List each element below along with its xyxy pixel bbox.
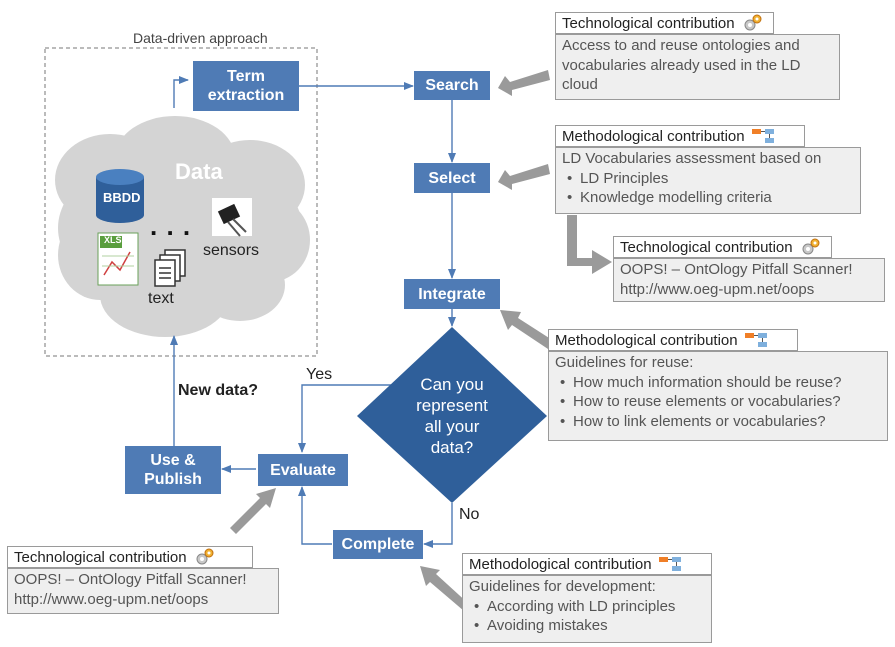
complete-method-item: Avoiding mistakes bbox=[469, 616, 705, 636]
select-method-callout-body: LD Vocabularies assessment based on LD P… bbox=[555, 147, 861, 214]
database-label: BBDD bbox=[103, 190, 141, 205]
callout-arrows bbox=[230, 70, 612, 611]
database-icon bbox=[96, 169, 144, 223]
decision-text: Can you represent all your data? bbox=[416, 375, 488, 457]
new-data-label: New data? bbox=[178, 382, 259, 399]
complete-method-callout-body: Guidelines for development: According wi… bbox=[462, 575, 712, 643]
callout-arrow-evaluate bbox=[230, 488, 276, 534]
oops-url: http://www.oeg-upm.net/oops bbox=[14, 590, 209, 608]
gear-icon bbox=[193, 548, 215, 566]
search-step: Search bbox=[414, 71, 490, 100]
arrow-complete-to-evaluate bbox=[298, 486, 332, 545]
decision-diamond bbox=[357, 327, 547, 503]
yes-label: Yes bbox=[306, 366, 333, 383]
evaluate-tech-callout-body: OOPS! – OntOlogy Pitfall Scanner! http:/… bbox=[7, 568, 279, 614]
integrate-method-item: How much information should be reuse? bbox=[555, 373, 881, 393]
arrow-cloud-to-term bbox=[173, 76, 189, 108]
process-diagram-icon bbox=[751, 127, 775, 145]
callout-arrow-integrate bbox=[500, 310, 560, 353]
spreadsheet-badge: XLS bbox=[104, 235, 122, 245]
integrate-method-callout-body: Guidelines for reuse: How much informati… bbox=[548, 351, 888, 441]
spreadsheet-icon bbox=[97, 232, 139, 286]
gear-icon bbox=[741, 14, 763, 32]
complete-method-item: According with LD principles bbox=[469, 597, 705, 617]
use-publish-step: Use & Publish bbox=[125, 446, 221, 494]
select-tech-callout-title: Technological contribution bbox=[613, 236, 832, 258]
complete-step: Complete bbox=[333, 530, 423, 559]
cloud-title: Data bbox=[175, 159, 223, 184]
no-label: No bbox=[459, 506, 480, 523]
text-label: text bbox=[148, 290, 174, 307]
process-diagram-icon bbox=[744, 331, 768, 349]
integrate-step: Integrate bbox=[404, 279, 500, 309]
search-tech-callout-title: Technological contribution bbox=[555, 12, 774, 34]
callout-arrow-search bbox=[498, 70, 550, 96]
arrow-yes-to-evaluate bbox=[298, 384, 391, 453]
process-diagram-icon bbox=[658, 555, 682, 573]
flow-arrows bbox=[170, 76, 456, 548]
oops-name: OOPS! – OntOlogy Pitfall Scanner! bbox=[14, 571, 247, 588]
callout-arrow-complete bbox=[420, 566, 470, 611]
evaluate-step: Evaluate bbox=[258, 454, 348, 486]
select-tech-callout-body: OOPS! – OntOlogy Pitfall Scanner! http:/… bbox=[613, 258, 885, 302]
integrate-method-item: How to link elements or vocabularies? bbox=[555, 412, 881, 432]
oops-url: http://www.oeg-upm.net/oops bbox=[620, 280, 815, 298]
callout-arrow-select bbox=[498, 164, 550, 190]
arrow-no-to-complete bbox=[423, 503, 453, 548]
select-method-item: LD Principles bbox=[562, 169, 854, 189]
ellipsis: . . . bbox=[150, 211, 192, 241]
integrate-method-intro: Guidelines for reuse: bbox=[555, 354, 694, 371]
select-method-callout-title: Methodological contribution bbox=[555, 125, 805, 147]
oops-name: OOPS! – OntOlogy Pitfall Scanner! bbox=[620, 261, 853, 278]
sensor-icon bbox=[212, 198, 252, 237]
select-method-item: Knowledge modelling criteria bbox=[562, 188, 854, 208]
gear-icon bbox=[799, 238, 821, 256]
data-driven-approach-label: Data-driven approach bbox=[133, 30, 268, 46]
sensors-label: sensors bbox=[203, 242, 260, 259]
data-driven-approach-box bbox=[44, 47, 318, 357]
select-step: Select bbox=[414, 163, 490, 193]
integrate-method-callout-title: Methodological contribution bbox=[548, 329, 798, 351]
integrate-method-item: How to reuse elements or vocabularies? bbox=[555, 392, 881, 412]
complete-method-intro: Guidelines for development: bbox=[469, 578, 656, 595]
callout-arrow-oops-select bbox=[567, 215, 612, 274]
evaluate-tech-callout-title: Technological contribution bbox=[7, 546, 253, 568]
select-method-intro: LD Vocabularies assessment based on bbox=[562, 150, 822, 167]
search-tech-callout-body: Access to and reuse ontologies and vocab… bbox=[555, 34, 840, 100]
term-extraction-step: Term extraction bbox=[193, 61, 299, 111]
text-document-icon bbox=[154, 249, 186, 287]
complete-method-callout-title: Methodological contribution bbox=[462, 553, 712, 575]
